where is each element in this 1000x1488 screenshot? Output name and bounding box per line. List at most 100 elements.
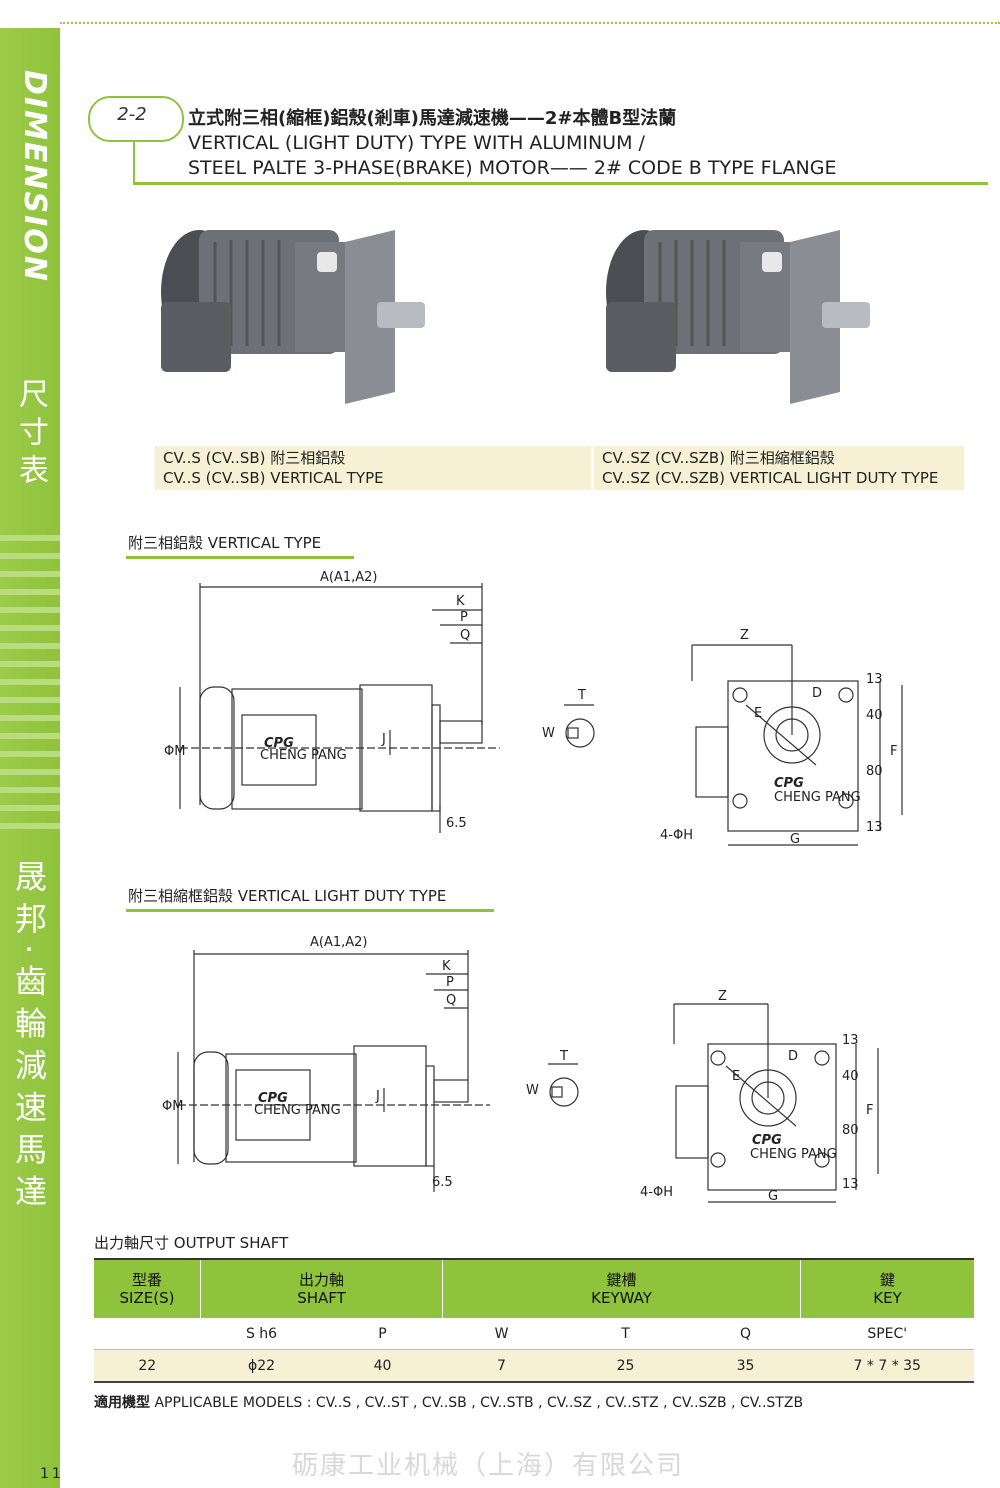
- sidebar-stripe: [0, 715, 60, 721]
- section-number: 2-2: [117, 104, 147, 125]
- svg-text:J: J: [375, 1089, 380, 1104]
- motor-photo-vertical: [161, 230, 425, 404]
- caption-vertical: CV..S (CV..SB) 附三相鋁殼 CV..S (CV..SB) VERT…: [155, 446, 591, 490]
- sidebar-stripe: [0, 553, 60, 559]
- svg-text:F: F: [890, 744, 897, 759]
- caption-light-duty: CV..SZ (CV..SZB) 附三相縮框鋁殼 CV..SZ (CV..SZB…: [594, 446, 964, 490]
- sidebar-chinese-label: 尺寸表: [13, 378, 48, 492]
- watermark: 砺康工业机械（上海）有限公司: [292, 1451, 685, 1481]
- svg-text:CHENG PANG: CHENG PANG: [254, 1103, 341, 1118]
- svg-text:P: P: [446, 975, 454, 990]
- title-chinese: 立式附三相(縮框)鋁殼(剎車)馬達減速機——2#本體B型法蘭: [188, 108, 677, 129]
- sidebar-stripe: [0, 535, 60, 541]
- svg-text:Z: Z: [740, 628, 749, 643]
- svg-text:ΦM: ΦM: [162, 1099, 183, 1114]
- caption-line1: CV..SZ (CV..SZB) 附三相縮框鋁殼: [602, 449, 835, 467]
- section1-label: 附三相鋁殼 VERTICAL TYPE: [128, 534, 322, 552]
- sidebar-stripe: [0, 607, 60, 613]
- svg-text:CHENG PANG: CHENG PANG: [260, 748, 347, 763]
- svg-text:CPG: CPG: [264, 736, 294, 751]
- svg-text:K: K: [456, 594, 465, 609]
- sidebar-stripe: [0, 733, 60, 739]
- applicable-text: APPLICABLE MODELS : CV..S , CV..ST , CV.…: [154, 1395, 804, 1411]
- section2-label: 附三相縮框鋁殼 VERTICAL LIGHT DUTY TYPE: [128, 887, 447, 905]
- section2-logo: CPG CHENG PANG CPG CHENG PANG: [254, 1091, 837, 1162]
- sidebar-stripe: [0, 643, 60, 649]
- sidebar-top-gap: [0, 0, 60, 28]
- header-rule: [133, 182, 988, 185]
- sidebar-stripe: [0, 625, 60, 631]
- svg-text:P: P: [460, 610, 468, 625]
- page-number: 11: [40, 1466, 64, 1482]
- svg-text:80: 80: [866, 764, 883, 779]
- svg-text:E: E: [754, 706, 762, 721]
- svg-text:G: G: [790, 832, 800, 847]
- svg-text:W: W: [542, 726, 555, 741]
- sidebar-stripe: [0, 679, 60, 685]
- badge-connector: [133, 140, 135, 184]
- top-dotted-rule: [60, 22, 1000, 24]
- caption-line2: CV..SZ (CV..SZB) VERTICAL LIGHT DUTY TYP…: [602, 469, 939, 487]
- sidebar-dimension-word: DIMENSION: [17, 70, 52, 283]
- svg-text:W: W: [526, 1083, 539, 1098]
- applicable-label: 適用機型: [94, 1395, 150, 1411]
- svg-text:T: T: [559, 1049, 568, 1064]
- sidebar-stripe: [0, 589, 60, 595]
- svg-text:Z: Z: [718, 989, 727, 1004]
- section1-logo: CPG CHENG PANG CPG CHENG PANG: [260, 736, 861, 805]
- svg-text:K: K: [442, 959, 451, 974]
- svg-text:13: 13: [866, 820, 883, 835]
- sidebar-brand: 晟邦·齒輪減速馬達: [10, 860, 48, 1217]
- sidebar-stripe: [0, 787, 60, 793]
- svg-text:40: 40: [866, 708, 883, 723]
- svg-text:D: D: [812, 686, 822, 701]
- section1-rule: [126, 556, 354, 559]
- sidebar-stripe: [0, 751, 60, 757]
- svg-text:F: F: [866, 1103, 873, 1118]
- svg-text:6.5: 6.5: [432, 1175, 453, 1190]
- svg-text:4-ΦH: 4-ΦH: [640, 1185, 673, 1200]
- caption-line2: CV..S (CV..SB) VERTICAL TYPE: [163, 469, 384, 487]
- svg-text:J: J: [381, 732, 386, 747]
- sidebar-stripe: [0, 805, 60, 811]
- svg-text:A(A1,A2): A(A1,A2): [310, 935, 368, 950]
- svg-text:ΦM: ΦM: [164, 744, 185, 759]
- svg-text:CPG: CPG: [752, 1133, 782, 1148]
- section-badge: [88, 96, 184, 142]
- svg-text:CPG: CPG: [258, 1091, 288, 1106]
- svg-text:4-ΦH: 4-ΦH: [660, 828, 693, 843]
- output-shaft-title: 出力軸尺寸 OUTPUT SHAFT: [94, 1234, 289, 1252]
- svg-text:6.5: 6.5: [446, 816, 467, 831]
- svg-text:G: G: [768, 1189, 778, 1204]
- sidebar-stripe: [0, 823, 60, 829]
- sidebar-stripe: [0, 769, 60, 775]
- applicable-models: 適用機型 APPLICABLE MODELS : CV..S , CV..ST …: [94, 1392, 803, 1412]
- svg-text:40: 40: [842, 1069, 859, 1084]
- svg-text:CHENG PANG: CHENG PANG: [750, 1147, 837, 1162]
- motor-photo-light-duty: [606, 230, 870, 404]
- svg-text:13: 13: [842, 1033, 859, 1048]
- svg-text:CHENG PANG: CHENG PANG: [774, 790, 861, 805]
- svg-text:13: 13: [866, 672, 883, 687]
- svg-text:A(A1,A2): A(A1,A2): [320, 570, 378, 585]
- sidebar-stripe: [0, 661, 60, 667]
- section2-drawing: CPG CHENG PANG CPG CHENG PANG A(A1,A2) K…: [162, 935, 879, 1204]
- svg-text:13: 13: [842, 1177, 859, 1192]
- svg-text:E: E: [732, 1069, 740, 1084]
- title-english-line2: STEEL PALTE 3-PHASE(BRAKE) MOTOR—— 2# CO…: [188, 157, 837, 179]
- caption-line1: CV..S (CV..SB) 附三相鋁殼: [163, 449, 346, 467]
- svg-text:CPG: CPG: [774, 776, 804, 791]
- section2-rule: [126, 909, 494, 912]
- title-english-line1: VERTICAL (LIGHT DUTY) TYPE WITH ALUMINUM…: [188, 132, 645, 154]
- sidebar-stripe: [0, 697, 60, 703]
- svg-text:Q: Q: [446, 993, 456, 1008]
- svg-text:D: D: [788, 1049, 798, 1064]
- sidebar: [0, 0, 60, 1488]
- table-row: 22 ϕ22 40 7 25 35 7 * 7 * 35: [94, 1349, 974, 1383]
- table-subheader-row: S h6 P W T Q SPEC': [94, 1318, 974, 1350]
